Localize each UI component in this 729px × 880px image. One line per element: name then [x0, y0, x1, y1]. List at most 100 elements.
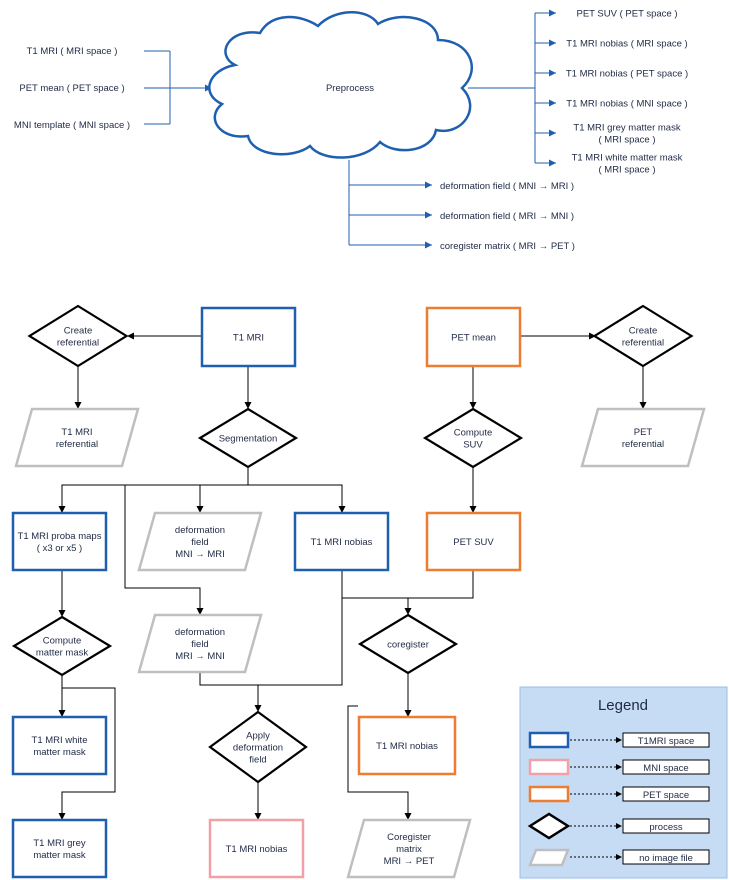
- coregister-diamond: [357, 613, 459, 675]
- output-right-label-5: T1 MRI white matter mask( MRI space ): [572, 153, 683, 176]
- coreg-matrix-label-line: Coregister: [387, 832, 431, 843]
- t1-nobias-pet-label-line: T1 MRI nobias: [376, 741, 438, 752]
- legend-mni-space-label: MNI space: [643, 763, 688, 774]
- preprocess-label: Preprocess: [326, 83, 374, 94]
- pet-suv-box: [425, 511, 522, 572]
- t1-nobias-mri-label: T1 MRI nobias: [311, 537, 373, 548]
- legend: Legend T1MRI space MNI space PET space p…: [519, 686, 728, 879]
- deform-mri-mni-label-line: deformation: [175, 627, 225, 638]
- output-connectors-right: [468, 9, 556, 167]
- legend-blue-box-icon: [528, 731, 570, 749]
- proba-maps-box: [11, 511, 108, 572]
- create-ref-right-label-line: referential: [622, 338, 664, 349]
- output-right-label-3-line: T1 MRI nobias ( MNI space ): [566, 99, 687, 110]
- flow-connectors: [58, 332, 647, 820]
- pet-ref-label-line: referential: [622, 439, 664, 450]
- white-mask-box: [11, 715, 108, 776]
- pet-suv-label-line: PET SUV: [453, 537, 494, 548]
- legend-process-label: process: [649, 822, 683, 833]
- t1-nobias-mni-box: [208, 818, 305, 879]
- t1mri-ref-label-line: referential: [56, 439, 98, 450]
- create-ref-left-label-line: referential: [57, 338, 99, 349]
- segmentation-label: Segmentation: [219, 434, 278, 445]
- grey-mask-label-line: T1 MRI grey: [33, 838, 86, 849]
- legend-connectors: [570, 737, 622, 860]
- t1-nobias-mri-box: [293, 511, 390, 572]
- pet-mean-box: [425, 306, 522, 368]
- legend-title: Legend: [598, 697, 648, 714]
- input-petmean-label: PET mean ( PET space ): [19, 83, 124, 94]
- t1-nobias-pet-box: [357, 715, 457, 776]
- proba-maps-label: T1 MRI proba maps( x3 or x5 ): [18, 531, 102, 554]
- apply-deform-label-line: Apply: [246, 731, 270, 742]
- create-ref-left-label-line: Create: [64, 326, 93, 337]
- segmentation-label-line: Segmentation: [219, 434, 278, 445]
- legend-parallelogram-icon: [528, 848, 570, 867]
- t1-nobias-pet-label: T1 MRI nobias: [376, 741, 438, 752]
- apply-deform-diamond: [208, 710, 308, 784]
- white-mask-label-line: T1 MRI white: [32, 735, 88, 746]
- legend-t1mri-space-label: T1MRI space: [638, 736, 695, 747]
- output-right-label-4: T1 MRI grey matter mask( MRI space ): [573, 123, 680, 146]
- coreg-matrix-parallelogram: [346, 818, 472, 879]
- legend-pink-box-icon: [528, 758, 570, 776]
- deform-mni-mri-label-line: field: [191, 537, 208, 548]
- input-mni-template-label: MNI template ( MNI space ): [14, 120, 130, 131]
- output-right-label-1-line: T1 MRI nobias ( MRI space ): [566, 39, 687, 50]
- t1mri-box: [200, 306, 297, 368]
- legend-label-boxes: [622, 732, 710, 865]
- input-connectors: [144, 50, 212, 125]
- t1-nobias-mni-label-line: T1 MRI nobias: [226, 844, 288, 855]
- compute-mask-label-line: Compute: [43, 636, 82, 647]
- preprocess-overview: T1 MRI ( MRI space ) PET mean ( PET spac…: [14, 9, 688, 253]
- proba-maps-label-line: T1 MRI proba maps: [18, 531, 102, 542]
- pet-ref-parallelogram: [580, 407, 706, 468]
- output-right-label-4-line: T1 MRI grey matter mask: [573, 123, 680, 134]
- output-right-label-0: PET SUV ( PET space ): [576, 9, 677, 20]
- deform-mri-mni-label-line: MRI → MNI: [175, 651, 225, 662]
- apply-deform-label-line: field: [249, 755, 266, 766]
- proba-maps-label-line: ( x3 or x5 ): [37, 543, 82, 554]
- output-right-label-0-line: PET SUV ( PET space ): [576, 9, 677, 20]
- compute-suv-label-line: SUV: [463, 440, 483, 451]
- input-t1mri-label: T1 MRI ( MRI space ): [27, 46, 118, 57]
- output-right-label-3: T1 MRI nobias ( MNI space ): [566, 99, 687, 110]
- output-right-label-2-line: T1 MRI nobias ( PET space ): [566, 69, 688, 80]
- coreg-matrix-label-line: matrix: [396, 844, 422, 855]
- deform-mni-mri-parallelogram: [137, 511, 263, 572]
- legend-orange-box-icon: [528, 785, 570, 803]
- create-ref-right-diamond: [592, 304, 694, 368]
- deform-mni-mri-label-line: deformation: [175, 525, 225, 536]
- coreg-matrix-label-line: MRI → PET: [384, 856, 435, 867]
- deform-mni-mri-label-line: MNI → MRI: [175, 549, 225, 560]
- legend-background: [519, 686, 728, 879]
- output-right-label-4-line: ( MRI space ): [598, 135, 655, 146]
- t1mri-label-line: T1 MRI: [233, 333, 264, 344]
- compute-mask-label-line: matter mask: [36, 648, 89, 659]
- compute-mask-diamond: [11, 615, 113, 677]
- pet-mean-label: PET mean: [451, 333, 496, 344]
- t1-nobias-mni-label: T1 MRI nobias: [226, 844, 288, 855]
- output-deform-mri-mni-label: deformation field ( MRI → MNI ): [440, 211, 574, 222]
- pet-mean-label-line: PET mean: [451, 333, 496, 344]
- output-connectors-bottom: [348, 160, 432, 249]
- legend-pet-space-label: PET space: [643, 790, 689, 801]
- t1mri-ref-parallelogram: [14, 407, 140, 468]
- output-coreg-matrix-label: coregister matrix ( MRI → PET ): [440, 241, 575, 252]
- output-right-label-1: T1 MRI nobias ( MRI space ): [566, 39, 687, 50]
- apply-deform-label-line: deformation: [233, 743, 283, 754]
